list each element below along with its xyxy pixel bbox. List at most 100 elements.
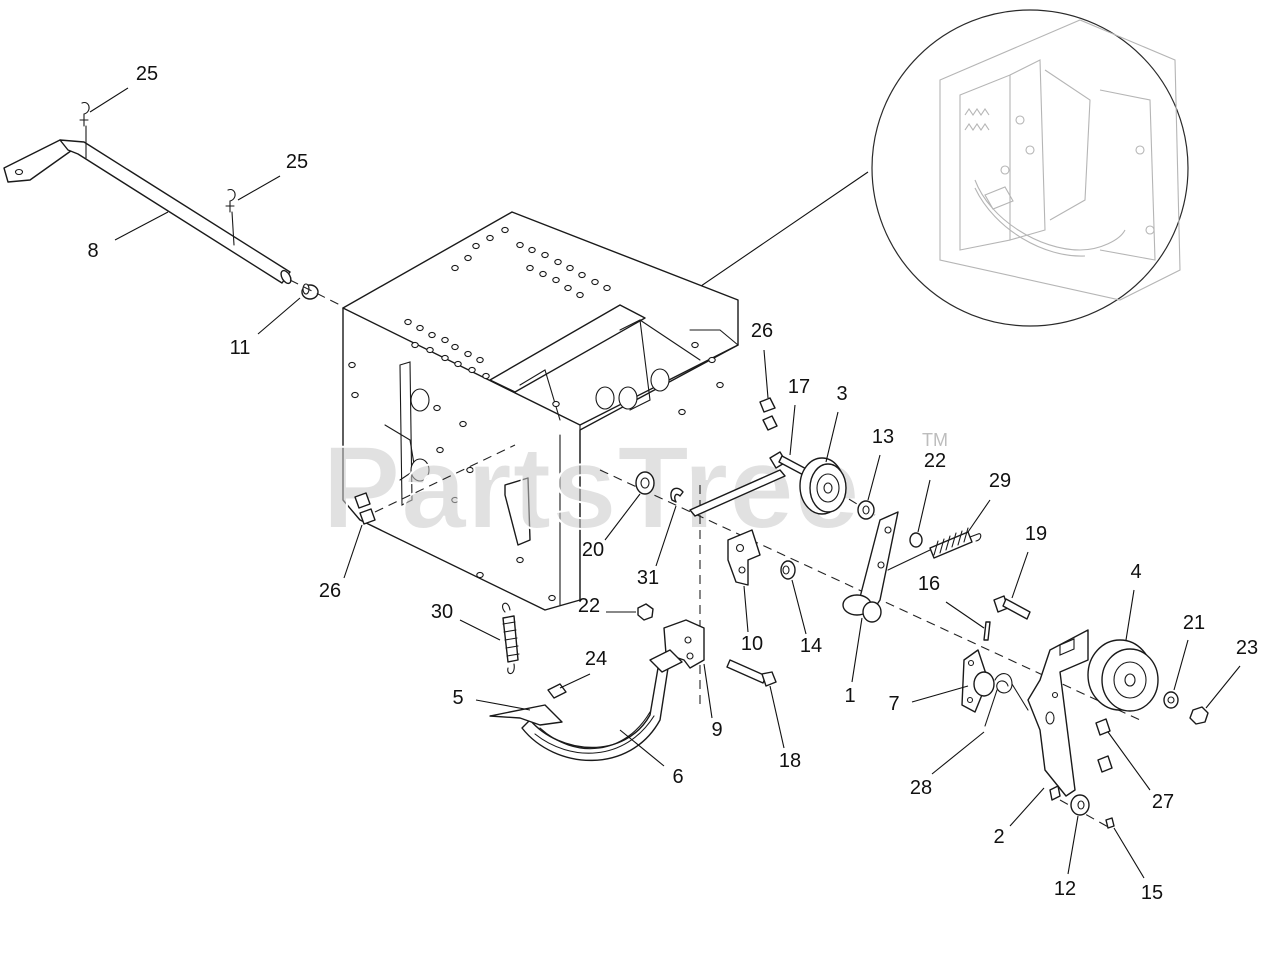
leader-line-14 (791, 579, 807, 635)
callout-label-20: 20 (582, 539, 604, 561)
detail-inset (871, 9, 1189, 327)
frame-hole (411, 341, 419, 349)
frame-hole (466, 466, 474, 474)
leader-line-29 (967, 499, 991, 533)
frame-hole (451, 496, 459, 504)
leader-line-19 (1011, 551, 1029, 599)
frame-hole (426, 346, 434, 354)
frame-hole (459, 420, 467, 428)
callout-label-10: 10 (741, 633, 763, 655)
frame-hole (410, 458, 430, 482)
frame-hole (451, 264, 459, 272)
part-2-bracket (1027, 629, 1089, 801)
frame-hole (516, 241, 524, 249)
callout-label-1: 1 (844, 685, 855, 707)
frame-hole (476, 571, 484, 579)
frame-hole (404, 318, 412, 326)
leader-line-26a (763, 349, 769, 399)
frame-hole (552, 276, 560, 284)
frame-hole (476, 356, 484, 364)
callout-label-11: 11 (230, 337, 251, 359)
leader-line-11 (257, 297, 301, 335)
frame-hole (451, 343, 459, 351)
part-23-nut (1189, 706, 1209, 725)
frame-hole (441, 336, 449, 344)
frame-hole (348, 361, 356, 369)
leader-line-27 (1107, 731, 1151, 791)
callout-label-17: 17 (788, 376, 810, 398)
part-25-clip-b (225, 188, 236, 246)
part-10-bracket (727, 529, 761, 586)
leader-line-15 (1113, 827, 1145, 879)
callout-label-19: 19 (1025, 523, 1047, 545)
frame-hole (595, 386, 615, 410)
frame-hole (548, 594, 556, 602)
leader-line-9 (703, 663, 713, 719)
frame-hole (678, 408, 686, 416)
callout-label-29: 29 (989, 470, 1011, 492)
frame-hole (428, 331, 436, 339)
callout-label-15: 15 (1141, 882, 1163, 904)
leader-line-17 (789, 404, 796, 456)
frame-hole (576, 291, 584, 299)
part-1-idler-arm (842, 511, 899, 623)
frame-hole (716, 381, 724, 389)
callout-label-6: 6 (672, 766, 683, 788)
callout-label-7: 7 (888, 693, 899, 715)
part-30-spring (502, 602, 520, 675)
part-29-spring (887, 527, 982, 571)
frame-hole (552, 400, 560, 408)
part-18-bolt (726, 659, 777, 687)
part-4-pulley (1087, 639, 1159, 712)
part-12-spacer (1070, 794, 1090, 816)
frame-hole (468, 366, 476, 374)
frame-hole (486, 234, 494, 242)
frame-hole (482, 372, 490, 380)
leader-line-16 (945, 601, 985, 629)
leader-line-25b (237, 175, 281, 201)
callout-label-30: 30 (431, 601, 453, 623)
callout-label-26a: 26 (751, 320, 773, 342)
leader-line-22a (917, 479, 931, 533)
frame-hole (541, 251, 549, 259)
callout-label-21: 21 (1183, 612, 1205, 634)
frame-hole (566, 264, 574, 272)
watermark-text: PartsTree (322, 422, 860, 554)
part-14-spacer (780, 560, 796, 580)
part-28-spring (984, 673, 1029, 727)
callout-label-26b: 26 (319, 580, 341, 602)
callout-label-18: 18 (779, 750, 801, 772)
leader-line-31 (655, 505, 677, 567)
frame-hole (708, 356, 716, 364)
callout-label-5: 5 (452, 687, 463, 709)
callout-label-24: 24 (585, 648, 607, 670)
part-6-brake-strap (521, 649, 683, 762)
leader-line-5 (475, 699, 531, 711)
part-16-pin (983, 621, 991, 641)
part-8-rod (3, 139, 292, 285)
part-22-nut-lower (637, 603, 654, 621)
part-26-screw-upper (759, 397, 778, 431)
frame-hole (454, 360, 462, 368)
part-31-retaining-ring (670, 487, 684, 503)
frame-hole (441, 354, 449, 362)
watermark: PartsTree TM (321, 421, 948, 555)
part-5-bracket (489, 704, 563, 726)
part-22-nut-upper (909, 532, 923, 548)
part-13-washer (857, 500, 875, 520)
frame-hole (554, 258, 562, 266)
frame-hole (501, 226, 509, 234)
frame-hole (410, 388, 430, 412)
callout-label-9: 9 (711, 719, 722, 741)
frame-holes (348, 226, 724, 602)
frame-hole (436, 446, 444, 454)
leader-line-28 (931, 731, 985, 775)
callout-labels: 1234567891011121314151617181920212222232… (87, 63, 1258, 904)
callout-label-31: 31 (637, 567, 659, 589)
leader-line-3 (825, 411, 839, 463)
callout-label-8: 8 (87, 240, 98, 262)
part-7-flange (961, 649, 995, 713)
frame-hole (351, 391, 359, 399)
leader-lines (89, 87, 1241, 879)
leader-line-24 (559, 673, 591, 689)
